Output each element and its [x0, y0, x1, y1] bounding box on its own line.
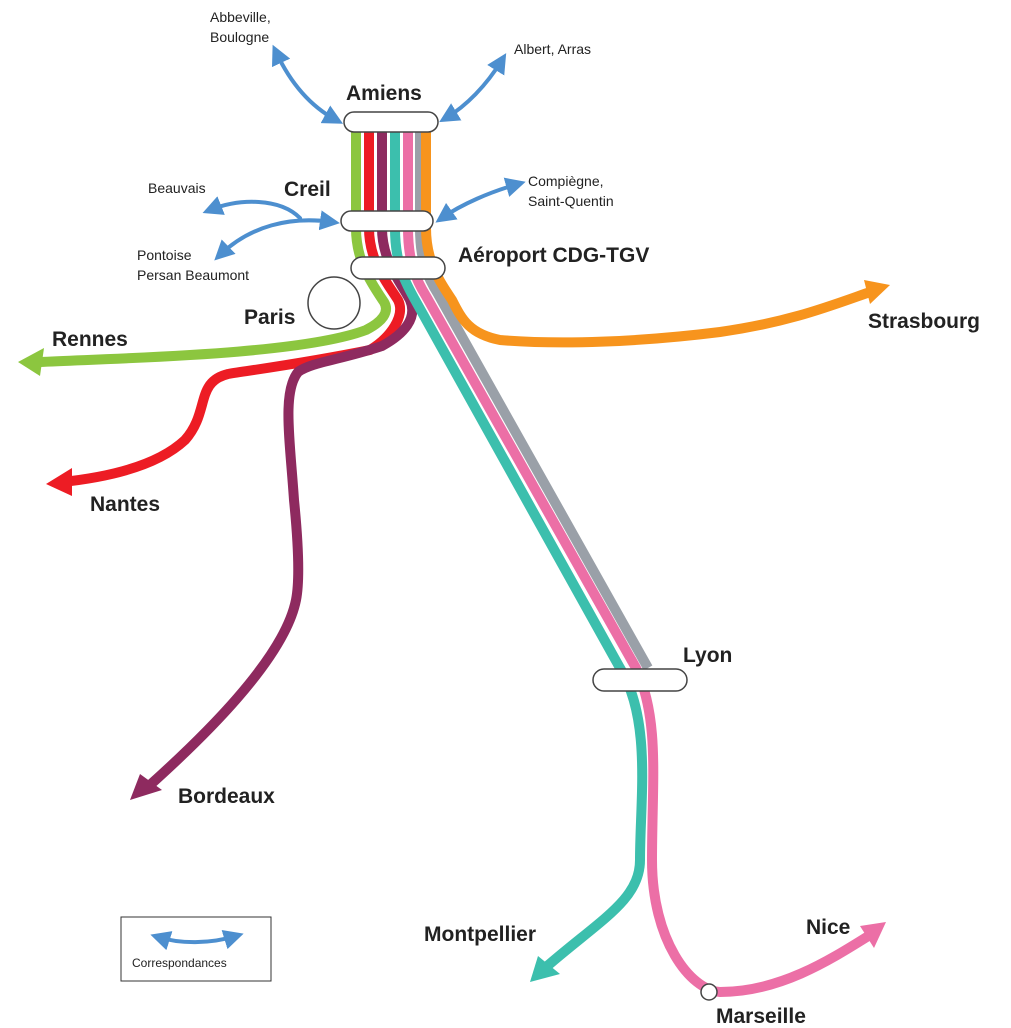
legend: Correspondances — [120, 916, 272, 982]
route-nice — [403, 130, 873, 997]
arrowhead-montpellier — [530, 956, 560, 982]
route-nantes — [61, 130, 405, 487]
arrowhead-nantes — [46, 468, 72, 496]
station-lyon-label: Lyon — [683, 644, 732, 667]
arrowhead-strasbourg — [864, 280, 890, 304]
destination-nice-label: Nice — [806, 916, 850, 939]
connection-pontoise-label-1: Pontoise — [137, 247, 192, 263]
destination-nantes-label: Nantes — [90, 493, 160, 516]
legend-label: Correspondances — [132, 956, 227, 970]
route-strasbourg — [421, 130, 872, 348]
connection-albert-label: Albert, Arras — [514, 41, 591, 57]
connection-beauvais-label: Beauvais — [148, 180, 206, 196]
station-paris-label: Paris — [244, 306, 295, 329]
arrowhead-nice — [860, 922, 886, 948]
station-cdg-label: Aéroport CDG-TGV — [458, 244, 649, 267]
station-cdg-marker[interactable] — [350, 256, 446, 280]
legend-connection-arrow — [150, 929, 244, 951]
connection-arrow-abbeville — [272, 44, 344, 124]
destination-montpellier-label: Montpellier — [424, 923, 536, 946]
legend-box — [120, 916, 272, 982]
station-marseille-label: Marseille — [716, 1005, 806, 1028]
station-lyon-marker[interactable] — [592, 668, 688, 692]
station-creil-marker[interactable] — [340, 210, 434, 232]
destination-bordeaux-label: Bordeaux — [178, 785, 275, 808]
destination-rennes-label: Rennes — [52, 328, 128, 351]
connection-arrow-pontoise — [214, 210, 340, 261]
connection-compiegne-label-2: Saint-Quentin — [528, 193, 614, 209]
connection-pontoise-label-2: Persan Beaumont — [137, 267, 249, 283]
station-creil-label: Creil — [284, 178, 331, 201]
connection-arrow-beauvais — [202, 196, 302, 220]
connection-abbeville-label-2: Boulogne — [210, 29, 269, 45]
connection-arrow-compiegne — [435, 177, 526, 223]
connection-abbeville-label-1: Abbeville, — [210, 9, 271, 25]
connection-compiegne-label-1: Compiègne, — [528, 173, 604, 189]
station-marseille-marker[interactable] — [700, 983, 718, 1001]
station-paris-marker[interactable] — [307, 276, 361, 330]
station-amiens-marker[interactable] — [343, 111, 439, 133]
station-amiens-label: Amiens — [346, 82, 422, 105]
arrowhead-rennes — [18, 348, 44, 376]
destination-strasbourg-label: Strasbourg — [868, 310, 980, 333]
connection-arrow-albert — [439, 53, 507, 123]
arrowhead-bordeaux — [130, 774, 162, 800]
